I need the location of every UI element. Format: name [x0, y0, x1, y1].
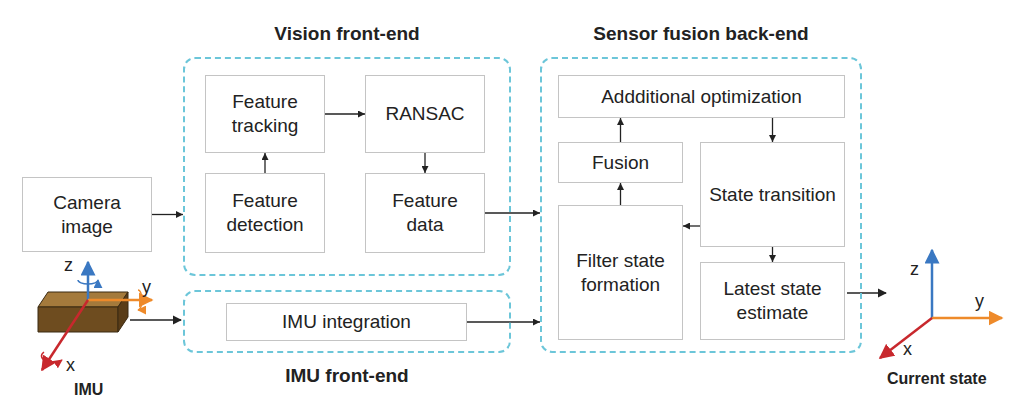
input-box: Camera image	[22, 177, 152, 252]
group-region: Vision front-endFeature trackingRANSACFe…	[183, 57, 511, 276]
process-box: Addditional optimization	[558, 75, 845, 118]
box-text: State transition	[709, 183, 836, 207]
flow-arrow	[264, 153, 265, 173]
box-text: Fusion	[592, 151, 649, 175]
process-box: Fusion	[558, 142, 683, 183]
process-box: Filter state formation	[558, 205, 683, 340]
group-heading: Sensor fusion back-end	[522, 23, 880, 45]
axis-label: z	[910, 260, 919, 278]
flow-arrow	[485, 212, 540, 213]
axis-label: z	[64, 256, 73, 274]
process-box: Feature data	[365, 173, 485, 253]
process-box: Feature tracking	[205, 75, 325, 153]
imu-feed-line	[130, 319, 181, 320]
box-text: RANSAC	[385, 102, 464, 126]
part-name: Current state	[887, 371, 987, 387]
output-line	[847, 292, 886, 293]
group-heading: IMU front-end	[165, 365, 529, 387]
box-text: Feature tracking	[213, 90, 317, 138]
part-name: IMU	[74, 382, 103, 398]
flow-arrow	[424, 153, 425, 173]
group-heading: Vision front-end	[165, 23, 529, 45]
state-axes	[880, 250, 1002, 358]
flow-arrow	[620, 118, 621, 142]
flow-arrow	[620, 183, 621, 205]
box-text: Addditional optimization	[601, 85, 802, 109]
process-box: IMU integration	[226, 303, 467, 341]
box-text: IMU integration	[282, 310, 411, 334]
flow-arrow	[467, 321, 540, 322]
process-box: Feature detection	[205, 173, 325, 253]
axis-label: x	[903, 340, 912, 358]
box-text: Feature detection	[213, 189, 317, 237]
axis-label: x	[66, 356, 75, 374]
process-box: Latest state estimate	[700, 262, 845, 340]
axis-label: y	[975, 292, 984, 310]
box-text: Camera image	[30, 191, 144, 239]
imu-block	[38, 262, 152, 370]
flow-arrow	[325, 113, 365, 114]
flow-arrow	[683, 225, 700, 226]
group-region: IMU front-endIMU integration	[183, 290, 511, 353]
process-box: RANSAC	[365, 75, 485, 153]
process-box: State transition	[700, 142, 845, 247]
axis-label: y	[142, 278, 151, 296]
box-text: Feature data	[373, 189, 477, 237]
box-text: Latest state estimate	[708, 277, 837, 325]
box-text: Filter state formation	[566, 249, 675, 297]
group-region: Sensor fusion back-endAddditional optimi…	[540, 57, 862, 353]
flow-arrow	[772, 118, 773, 142]
flow-arrow	[772, 247, 773, 262]
flow-arrow	[152, 214, 183, 215]
